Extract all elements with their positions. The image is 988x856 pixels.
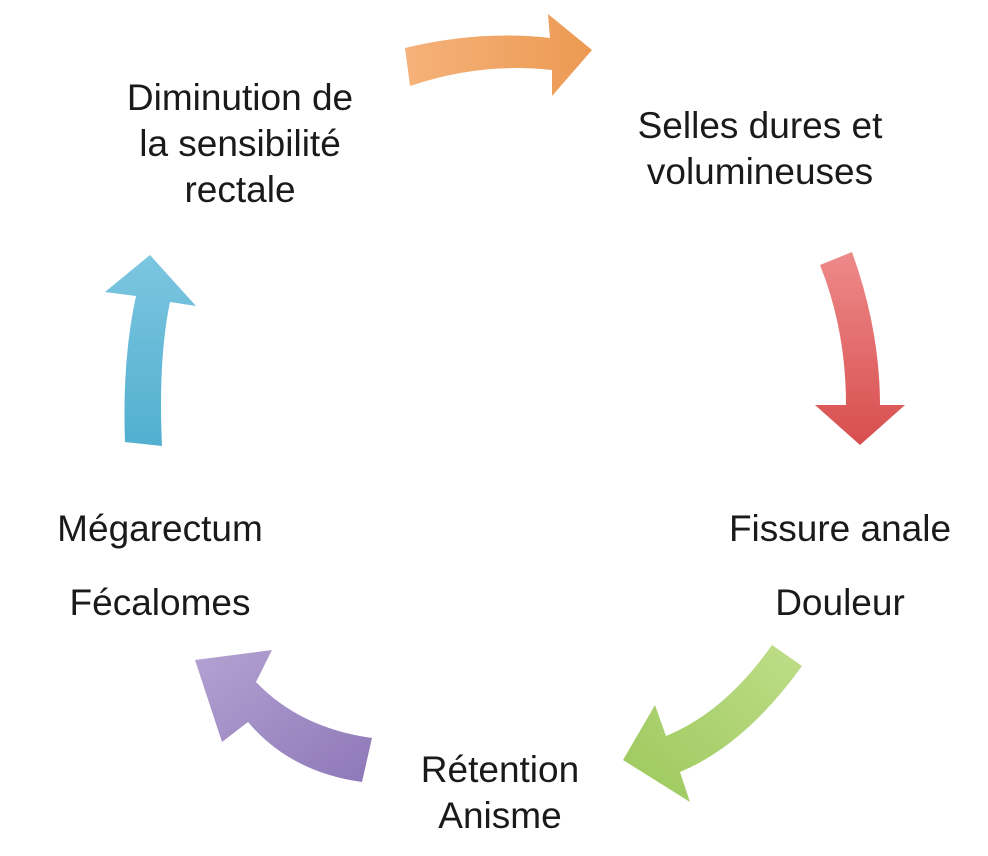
node-fissure-line-2: Douleur (775, 582, 905, 623)
node-diminution-line-3: rectale (184, 169, 296, 210)
arrow-blue (105, 255, 196, 446)
node-retention-line-1: Rétention (420, 749, 580, 790)
node-fissure-line-1: Fissure anale (728, 508, 952, 549)
node-diminution: Diminution de la sensibilité rectale (80, 75, 400, 213)
arrow-green (623, 645, 802, 802)
node-diminution-line-2: la sensibilité (139, 123, 341, 164)
node-diminution-line-1: Diminution de (126, 77, 354, 118)
arrow-purple (195, 650, 372, 782)
node-retention: Rétention Anisme (370, 747, 630, 839)
node-megarectum-line-2: Fécalomes (69, 582, 251, 623)
node-selles-line-2: volumineuses (646, 151, 874, 192)
arrow-orange (405, 14, 592, 96)
node-megarectum: Mégarectum Fécalomes (10, 492, 310, 640)
node-selles: Selles dures et volumineuses (590, 103, 930, 195)
arrow-red (815, 252, 905, 445)
node-retention-line-2: Anisme (438, 795, 562, 836)
node-fissure: Fissure anale Douleur (685, 492, 988, 640)
node-megarectum-line-1: Mégarectum (57, 508, 263, 549)
node-selles-line-1: Selles dures et (637, 105, 883, 146)
